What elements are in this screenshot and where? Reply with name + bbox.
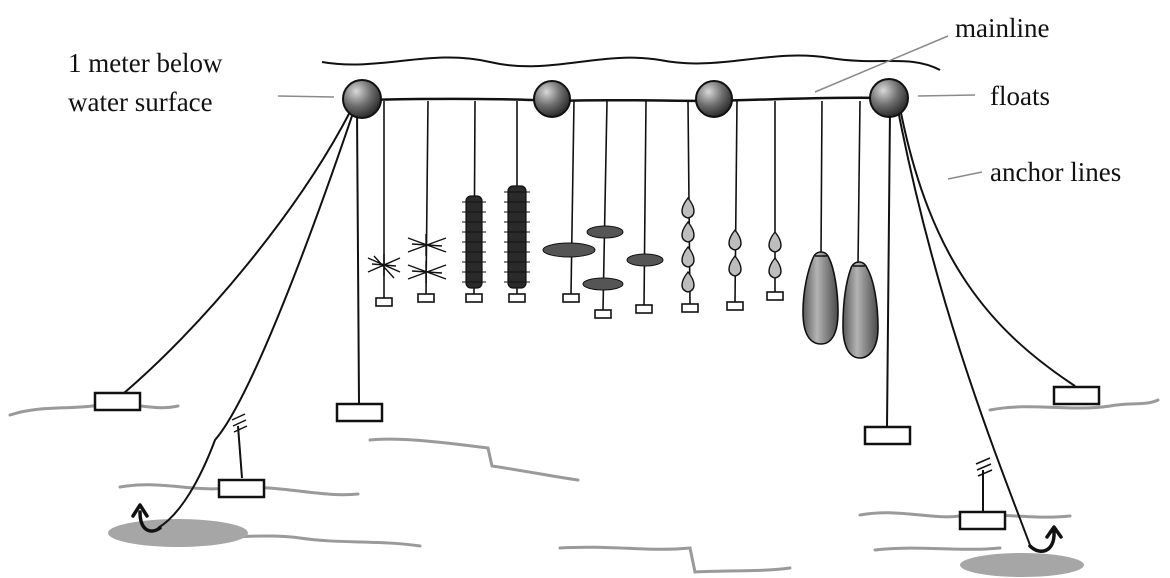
droppers [383,100,861,311]
weight-left-vertical [335,402,384,423]
brush-collectors [465,185,527,289]
weight-right-vertical [863,425,912,446]
weight-right-mid [958,510,1007,531]
cone-collectors [681,196,782,293]
left-weight-tether [237,425,243,479]
mainline-label: mainline [955,13,1050,43]
mainline-rope [363,96,888,103]
vertical-line-left [356,109,360,405]
anchor-line-left-inner [157,109,355,529]
right-mud-mound [960,553,1084,577]
line-connectors [231,413,993,477]
anchor-line-left-outer [117,107,353,399]
floats [342,78,909,119]
floats-label: floats [990,81,1050,111]
vertical-line-right [886,109,891,428]
anchor-lines-pointer [947,171,983,180]
weights [93,385,1101,531]
mesh-collectors [542,225,664,291]
right-anchor-icon [1028,525,1063,553]
anchor-line-right-inner [897,109,1031,546]
depth-label-line1: 1 meter below [68,48,223,78]
anchor-line-right-outer [899,107,1076,387]
left-anchor-icon [131,503,162,533]
brush-bristles [462,191,530,283]
anchor-lines [117,107,1076,546]
water-surface [321,54,941,71]
dropper-weights [375,291,784,319]
weight-left-mid [217,478,266,499]
depth-label-line2: water surface [68,87,213,117]
float-2 [533,80,571,118]
label-pointers [277,35,983,180]
weight-right-outer [1052,385,1101,406]
bag-collectors [802,251,879,359]
float-4 [869,78,909,118]
anchor-lines-label: anchor lines [990,157,1122,187]
tuft-collectors [367,234,447,283]
float-1 [342,79,382,119]
mainline-pointer [814,35,949,93]
floats-pointer [917,94,976,97]
depth-pointer [277,95,335,98]
float-3 [695,80,733,118]
weight-left-outer [93,391,142,412]
anchors [131,503,1063,553]
left-mud-mound [108,519,248,547]
